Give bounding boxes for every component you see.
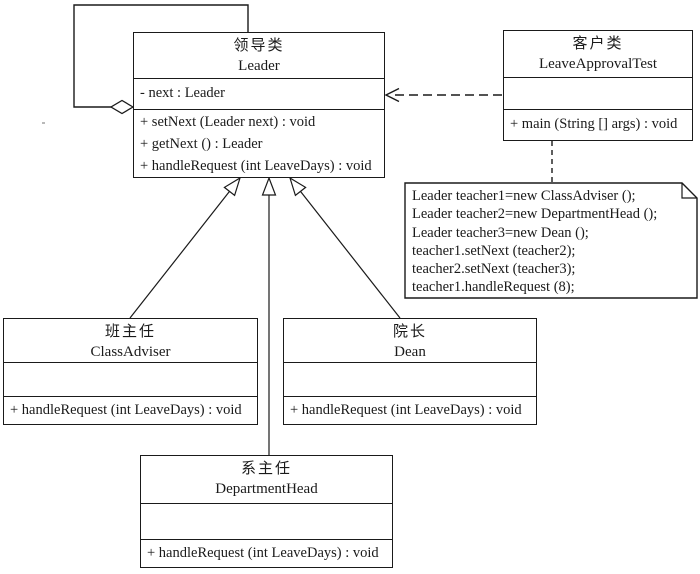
class-name-en-departmenthead: DepartmentHead [215, 481, 318, 497]
class-header-dean: 院长 Dean [284, 319, 536, 362]
method-row: + getNext () : Leader [140, 136, 263, 152]
note-code-line: Leader teacher3=new Dean (); [412, 224, 589, 241]
class-attributes-client [504, 77, 692, 109]
dependency-open-arrowhead-icon [384, 87, 400, 103]
method-row: + handleRequest (int LeaveDays) : void [140, 158, 372, 174]
generalization-triangle-icon-classadviser [223, 176, 242, 197]
class-methods-client: + main (String [] args) : void [504, 109, 692, 140]
class-box-leader: 领导类 Leader - next : Leader + setNext (Le… [133, 32, 385, 178]
note-fold-corner-icon [681, 183, 697, 199]
generalization-triangle-icon-departmenthead [261, 176, 277, 196]
note-code-line: teacher1.handleRequest (8); [412, 279, 575, 296]
class-box-client: 客户类 LeaveApprovalTest + main (String [] … [503, 30, 693, 141]
generalization-triangle-icon-dean [288, 176, 307, 197]
class-header-classadviser: 班主任 ClassAdviser [4, 319, 257, 362]
note-code-line: teacher1.setNext (teacher2); [412, 242, 576, 259]
class-attributes-departmenthead [141, 503, 392, 539]
class-name-en-client: LeaveApprovalTest [538, 56, 658, 72]
class-header-client: 客户类 LeaveApprovalTest [504, 31, 692, 77]
class-methods-departmenthead: + handleRequest (int LeaveDays) : void [141, 539, 392, 567]
class-name-cn-dean: 院长 [392, 324, 427, 340]
method-row: + handleRequest (int LeaveDays) : void [10, 402, 242, 418]
class-box-departmenthead: 系主任 DepartmentHead + handleRequest (int … [140, 455, 393, 568]
class-attributes-leader: - next : Leader [134, 78, 384, 109]
note-shape [404, 182, 698, 299]
class-name-en-leader: Leader [238, 58, 280, 74]
method-row: + handleRequest (int LeaveDays) : void [147, 545, 379, 561]
class-name-cn-departmenthead: 系主任 [240, 461, 292, 477]
class-methods-classadviser: + handleRequest (int LeaveDays) : void [4, 396, 257, 424]
note-code-line: teacher2.setNext (teacher3); [412, 261, 576, 278]
class-box-classadviser: 班主任 ClassAdviser + handleRequest (int Le… [3, 318, 258, 425]
class-name-en-classadviser: ClassAdviser [90, 344, 171, 360]
note-code-line: Leader teacher2=new DepartmentHead (); [412, 206, 658, 223]
method-row: + main (String [] args) : void [510, 116, 678, 132]
attribute-row: - next : Leader [140, 85, 225, 101]
method-row: + handleRequest (int LeaveDays) : void [290, 402, 522, 418]
note-code-line: Leader teacher1=new ClassAdviser (); [412, 188, 636, 204]
generalization-line-dean [300, 191, 401, 319]
class-name-en-dean: Dean [394, 344, 426, 360]
aggregation-self-loop-line [73, 4, 249, 108]
class-methods-dean: + handleRequest (int LeaveDays) : void [284, 396, 536, 424]
uml-note-code: Leader teacher1=new ClassAdviser (); Lea… [412, 187, 694, 297]
class-header-departmenthead: 系主任 DepartmentHead [141, 456, 392, 503]
aggregation-diamond-icon [109, 99, 135, 115]
class-header-leader: 领导类 Leader [134, 33, 384, 78]
scan-artifact-dot [42, 122, 45, 124]
class-box-dean: 院长 Dean + handleRequest (int LeaveDays) … [283, 318, 537, 425]
class-name-cn-classadviser: 班主任 [104, 324, 156, 340]
class-attributes-classadviser [4, 362, 257, 396]
class-name-cn-client: 客户类 [572, 36, 624, 52]
generalization-line-classadviser [129, 191, 230, 319]
class-attributes-dean [284, 362, 536, 396]
class-methods-leader: + setNext (Leader next) : void + getNext… [134, 109, 384, 177]
method-row: + setNext (Leader next) : void [140, 114, 316, 130]
class-name-cn-leader: 领导类 [233, 38, 285, 54]
